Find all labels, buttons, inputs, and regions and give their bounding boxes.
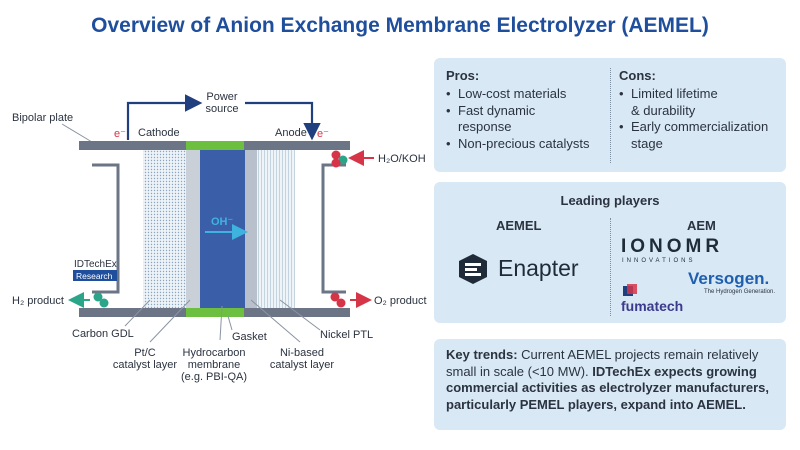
power-circuit-wire bbox=[126, 94, 203, 140]
ni-catalyst-layer bbox=[245, 150, 257, 308]
o2-molecule-icon bbox=[330, 292, 346, 308]
electron-right: e⁻ bbox=[317, 128, 329, 140]
nickel-ptl-leader bbox=[279, 299, 321, 331]
o2-product-label: O₂ product bbox=[374, 295, 427, 307]
pros-item: Low-cost materials bbox=[446, 86, 621, 103]
pros-cons-divider bbox=[610, 68, 611, 163]
right-wall bbox=[321, 163, 346, 294]
nickel-ptl bbox=[257, 150, 295, 308]
key-trends-text: Key trends: Current AEMEL projects remai… bbox=[446, 347, 774, 413]
fumatech-logo-text: fumatech bbox=[621, 298, 684, 314]
aemel-label: AEMEL bbox=[496, 218, 542, 233]
fumatech-logo-icon bbox=[623, 284, 637, 296]
versogen-logo-text: Versogen. bbox=[688, 269, 770, 288]
electron-left: e⁻ bbox=[114, 128, 126, 140]
carbon-gdl-label: Carbon GDL bbox=[72, 328, 134, 340]
pros-list: Low-cost materials Fast dynamicresponse … bbox=[446, 86, 621, 152]
membrane bbox=[200, 150, 245, 308]
page-title: Overview of Anion Exchange Membrane Elec… bbox=[91, 14, 709, 37]
versogen-logo-subtext: The Hydrogen Generation. bbox=[704, 289, 776, 295]
players-divider bbox=[610, 218, 611, 316]
bipolar-plate-label: Bipolar plate bbox=[12, 112, 73, 124]
h2-molecule-icon bbox=[93, 292, 109, 308]
ionomr-logo-subtext: INNOVATIONS bbox=[622, 258, 696, 264]
pros-heading: Pros: bbox=[446, 68, 480, 83]
idtechex-logo: IDTechEx bbox=[74, 259, 117, 270]
research-badge-text: Research bbox=[76, 271, 113, 281]
nickel-ptl-label: Nickel PTL bbox=[320, 329, 373, 341]
h2o-molecule-icon bbox=[331, 150, 348, 168]
cons-heading: Cons: bbox=[619, 68, 656, 83]
aem-label: AEM bbox=[687, 218, 716, 233]
enapter-logo-icon bbox=[459, 254, 487, 284]
gasket-label: Gasket bbox=[232, 331, 267, 343]
ni-leader bbox=[250, 299, 301, 343]
carbon-gdl-leader bbox=[124, 299, 151, 327]
key-trends-panel: Key trends: Current AEMEL projects remai… bbox=[434, 339, 786, 430]
gasket-leader bbox=[227, 315, 233, 331]
h2o-koh-label: H₂O/KOH bbox=[378, 153, 426, 165]
pros-item: Non-precious catalysts bbox=[446, 136, 621, 153]
ptc-catalyst-layer bbox=[186, 150, 200, 308]
key-trends-lead: Key trends: bbox=[446, 347, 518, 362]
oh-label: OH⁻ bbox=[211, 216, 234, 228]
left-wall bbox=[92, 163, 120, 294]
bottom-gasket bbox=[186, 308, 244, 317]
membrane-leader bbox=[219, 305, 223, 341]
key-trends-bold: IDTechEx expects growing commercial acti… bbox=[446, 363, 769, 412]
anode-label: Anode bbox=[275, 127, 307, 139]
power-circuit-wire-right bbox=[245, 101, 321, 141]
bipolar-plate-leader bbox=[61, 123, 93, 143]
h2-product-label: H₂ product bbox=[12, 295, 64, 307]
enapter-logo-text: Enapter bbox=[498, 255, 579, 281]
key-trends-body: Current AEMEL projects remain relatively… bbox=[446, 347, 759, 379]
ptc-leader bbox=[149, 299, 191, 343]
carbon-gdl bbox=[143, 150, 186, 308]
cons-list: Limited lifetime& durability Early comme… bbox=[619, 86, 784, 152]
ionomr-logo-text: IONOMR bbox=[621, 236, 724, 257]
leading-players-heading: Leading players bbox=[560, 193, 660, 208]
cathode-label: Cathode bbox=[138, 127, 180, 139]
cons-item: Limited lifetime& durability bbox=[619, 86, 784, 119]
research-badge bbox=[73, 270, 117, 281]
top-gasket bbox=[186, 141, 244, 150]
leading-players-panel: Leading players AEMEL AEM Enapter IONOMR… bbox=[434, 182, 786, 323]
pros-cons-panel: Pros: Low-cost materials Fast dynamicres… bbox=[434, 58, 786, 172]
